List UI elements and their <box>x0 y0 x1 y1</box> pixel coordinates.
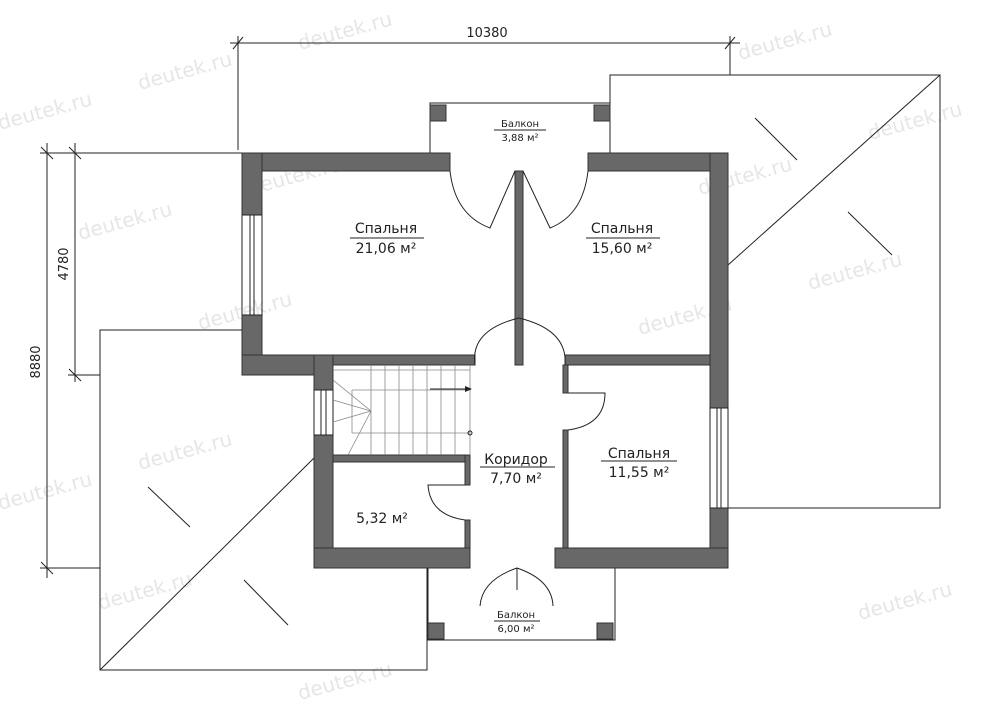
balcony-top: Балкон 3,88 м² <box>429 102 611 153</box>
walls <box>241 152 729 569</box>
dimension-height-label: 8880 <box>29 345 44 378</box>
room-corridor: Коридор 7,70 м² <box>480 452 555 487</box>
room-name: Спальня <box>355 221 417 237</box>
balcony-area: 3,88 м² <box>502 133 539 144</box>
svg-text:deutek.ru: deutek.ru <box>735 17 835 65</box>
svg-text:deutek.ru: deutek.ru <box>135 427 235 475</box>
dimension-width-label: 10380 <box>466 26 507 41</box>
stairs[interactable] <box>332 365 473 456</box>
room-name: Спальня <box>591 221 653 237</box>
room-bedroom-1: Спальня 21,06 м² <box>350 221 424 257</box>
room-area: 11,55 м² <box>609 465 670 481</box>
room-bedroom-3: Спальня 11,55 м² <box>601 446 677 481</box>
svg-text:deutek.ru: deutek.ru <box>295 7 395 55</box>
room-bathroom: 5,32 м² <box>356 511 408 527</box>
balcony-name: Балкон <box>497 610 535 621</box>
watermarks: deutek.ru deutek.ru deutek.ru deutek.ru … <box>0 7 965 705</box>
svg-text:deutek.ru: deutek.ru <box>295 657 395 705</box>
svg-text:deutek.ru: deutek.ru <box>75 197 175 245</box>
doors <box>427 170 606 607</box>
room-name: Коридор <box>484 452 548 468</box>
svg-text:deutek.ru: deutek.ru <box>135 47 235 95</box>
room-area: 15,60 м² <box>592 241 653 257</box>
balcony-name: Балкон <box>501 119 539 130</box>
room-area: 7,70 м² <box>490 471 542 487</box>
windows <box>241 214 729 509</box>
room-area: 5,32 м² <box>356 511 408 527</box>
room-area: 21,06 м² <box>356 241 417 257</box>
balcony-bottom: Балкон 6,00 м² <box>427 568 616 641</box>
svg-text:deutek.ru: deutek.ru <box>855 577 955 625</box>
dimension-top: 10380 <box>230 26 740 150</box>
room-name: Спальня <box>608 446 670 462</box>
balcony-area: 6,00 м² <box>498 624 535 635</box>
dimension-partial-label: 4780 <box>57 247 72 280</box>
svg-text:deutek.ru: deutek.ru <box>805 247 905 295</box>
room-bedroom-2: Спальня 15,60 м² <box>586 221 660 257</box>
roof-left <box>99 329 428 671</box>
svg-text:deutek.ru: deutek.ru <box>865 97 965 145</box>
roof-right <box>609 74 941 509</box>
dimension-left: 8880 4780 <box>29 143 242 578</box>
svg-text:deutek.ru: deutek.ru <box>0 87 95 135</box>
